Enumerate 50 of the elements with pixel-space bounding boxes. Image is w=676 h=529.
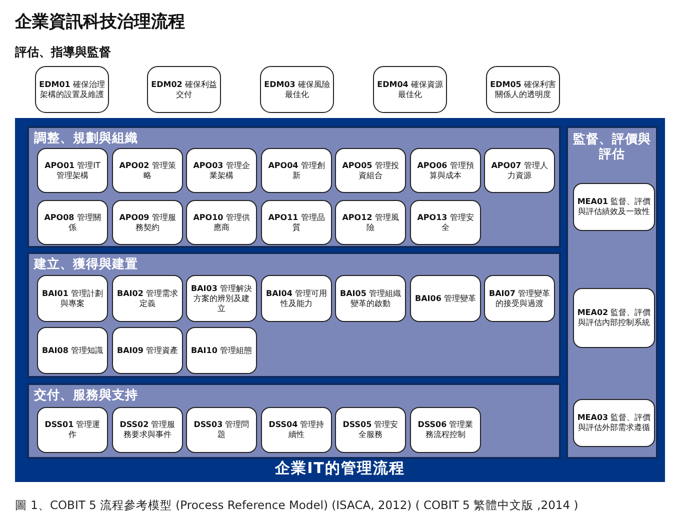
process-box: EDM03 確保風險最佳化: [260, 66, 334, 113]
domain-panel: [27, 252, 561, 378]
domain-panel: [27, 126, 561, 248]
panel-heading: 調整、規劃與組織: [34, 130, 138, 147]
process-box: APO02 管理策略: [112, 148, 183, 193]
panel-heading: 交付、服務與支持: [34, 387, 138, 404]
process-box: EDM02 確保利益交付: [147, 66, 221, 113]
panel-title: 企業IT的管理流程: [274, 459, 406, 478]
process-box: BAI05 管理組織變革的啟動: [335, 275, 406, 322]
process-box: APO13 管理安全: [410, 200, 481, 245]
process-box: APO11 管理品質: [261, 200, 332, 245]
process-box: MEA02 監督、評價與評估內部控制系統: [573, 288, 655, 348]
process-box: MEA03 監督、評價與評估外部需求遵循: [573, 399, 655, 447]
domain-panel: [27, 383, 561, 459]
process-box: APO04 管理創新: [261, 148, 332, 193]
panel-heading: 監督、評價與評估: [572, 131, 652, 161]
process-box: BAI01 管理計劃與專案: [37, 275, 108, 322]
process-box: BAI10 管理組態: [186, 327, 257, 374]
figure-caption: 圖 1、COBIT 5 流程參考模型 (Process Reference Model) (ISACA, 2012) ( COBIT 5 繁體中文版 ,2014 ): [15, 498, 578, 513]
section-heading: 評估、指導與監督: [15, 44, 111, 61]
process-box: DSS04 管理持續性: [261, 407, 332, 453]
panel-heading: 建立、獲得與建置: [34, 256, 138, 273]
process-box: EDM05 確保利害關係人的透明度: [486, 66, 560, 113]
process-box: DSS06 管理業務流程控制: [410, 407, 481, 453]
process-box: APO05 管理投資組合: [335, 148, 406, 193]
process-box: BAI08 管理知識: [37, 327, 108, 374]
process-box: DSS05 管理安全服務: [335, 407, 406, 453]
framework-panel: [15, 118, 665, 482]
process-box: APO09 管理服務契約: [112, 200, 183, 245]
process-box: APO07 管理人力資源: [484, 148, 555, 193]
process-box: BAI09 管理資產: [112, 327, 183, 374]
process-box: APO08 管理關係: [37, 200, 108, 245]
process-box: APO10 管理供應商: [186, 200, 257, 245]
process-box: EDM04 確保資源最佳化: [373, 66, 447, 113]
process-box: APO06 管理預算與成本: [410, 148, 481, 193]
process-box: BAI03 管理解決方案的辨別及建立: [186, 275, 257, 322]
diagram-title: 企業資訊科技治理流程: [15, 11, 185, 33]
process-box: MEA01 監督、評價與評估績效及一致性: [573, 183, 655, 231]
process-box: BAI07 管理變革的接受與過渡: [484, 275, 555, 322]
process-box: APO03 管理企業架構: [186, 148, 257, 193]
process-box: BAI04 管理可用性及能力: [261, 275, 332, 322]
domain-panel: [566, 126, 658, 459]
process-box: DSS03 管理問題: [186, 407, 257, 453]
process-box: BAI06 管理變革: [410, 275, 481, 322]
process-box: DSS01 管理運作: [37, 407, 108, 453]
process-box: EDM01 確保治理架構的設置及維護: [35, 66, 109, 113]
process-box: DSS02 管理服務要求與事件: [112, 407, 183, 453]
process-box: APO01 管理IT管理架構: [37, 148, 108, 193]
process-box: BAI02 管理需求定義: [112, 275, 183, 322]
process-box: APO12 管理風險: [335, 200, 406, 245]
